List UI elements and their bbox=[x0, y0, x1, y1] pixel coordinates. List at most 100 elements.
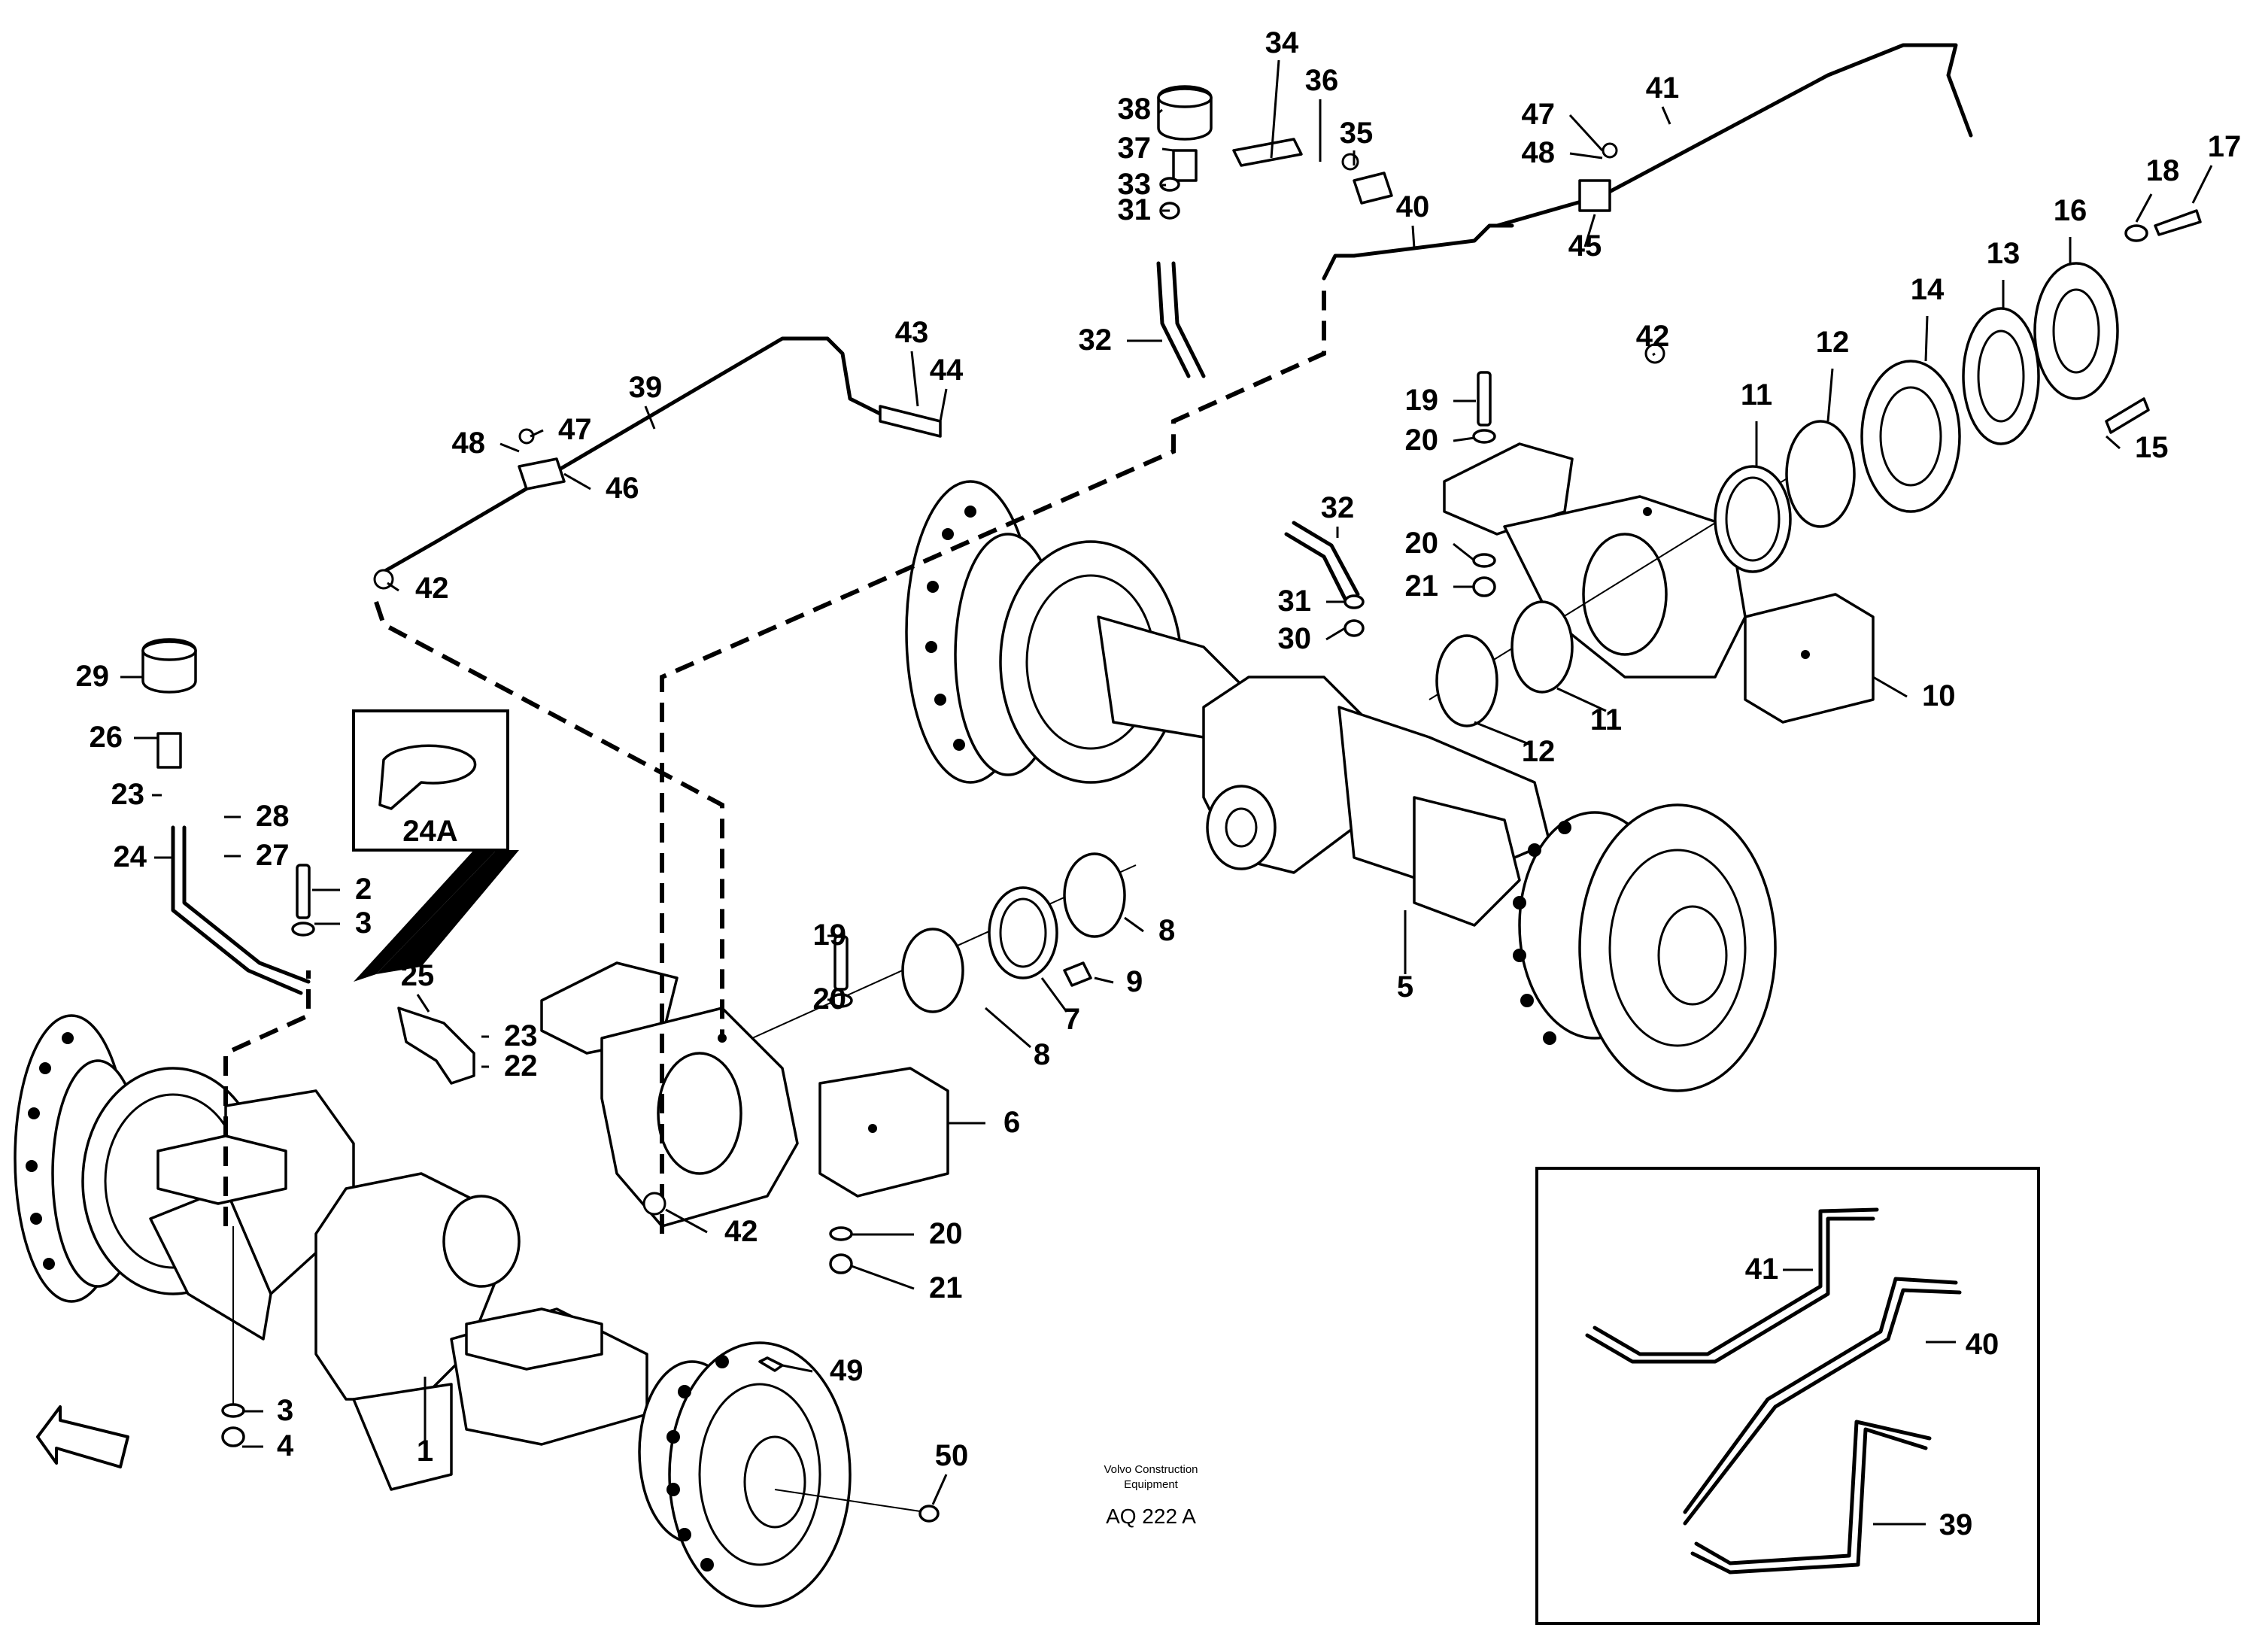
callout-label: 4 bbox=[277, 1429, 294, 1462]
callout-leader bbox=[910, 351, 919, 407]
seal-rings bbox=[751, 262, 2119, 1039]
callout-label: 18 bbox=[2146, 154, 2180, 187]
callout-label: 17 bbox=[2208, 130, 2242, 163]
callout-label: 47 bbox=[558, 413, 592, 446]
callout-leader bbox=[1094, 976, 1114, 984]
callout-label: 47 bbox=[1522, 98, 1556, 131]
callout-leader bbox=[530, 429, 544, 438]
bracket-6 bbox=[540, 961, 949, 1228]
callout-leader bbox=[1924, 315, 1929, 362]
callout-label: 8 bbox=[1158, 914, 1175, 947]
callout-label: 5 bbox=[1397, 970, 1413, 1004]
callout-label: 15 bbox=[2135, 431, 2169, 464]
callout-leader bbox=[1040, 977, 1068, 1013]
callout-label: 11 bbox=[1741, 378, 1772, 411]
callout-label: 20 bbox=[929, 1217, 963, 1250]
callout-label: 43 bbox=[895, 316, 929, 349]
callout-label: 25 bbox=[401, 959, 435, 992]
callout-label: 32 bbox=[1079, 323, 1113, 357]
callout-leader bbox=[1661, 106, 1671, 125]
callout-label: 44 bbox=[930, 354, 964, 387]
callout-label: 20 bbox=[1405, 527, 1439, 560]
callout-leader bbox=[1453, 542, 1475, 562]
callout-leader bbox=[1411, 225, 1416, 249]
callout-leader bbox=[1568, 114, 1604, 152]
inset-label-40: 40 bbox=[1966, 1328, 1999, 1361]
callout-label: 42 bbox=[1636, 320, 1670, 353]
callout-leader bbox=[416, 994, 430, 1013]
callout-leader bbox=[1872, 676, 1908, 698]
callout-label: 19 bbox=[1405, 384, 1439, 417]
axle-5-assembly bbox=[905, 480, 1777, 1092]
callout-leader bbox=[1158, 108, 1163, 114]
callout-leader bbox=[665, 1208, 708, 1234]
callout-label: 50 bbox=[935, 1439, 969, 1472]
callout-label: 23 bbox=[504, 1019, 538, 1052]
callout-label: 20 bbox=[813, 982, 847, 1016]
callout-label: 48 bbox=[452, 427, 486, 460]
breathers bbox=[141, 85, 1303, 769]
callout-label: 13 bbox=[1987, 237, 2021, 270]
inset-box: 41 40 39 bbox=[1535, 1167, 2040, 1625]
callout-leader bbox=[1474, 721, 1532, 746]
callout-label: 32 bbox=[1321, 491, 1355, 524]
callout-label: 7 bbox=[1064, 1003, 1080, 1036]
callout-leader bbox=[2135, 193, 2153, 223]
callout-leader bbox=[1826, 368, 1834, 422]
inset-label-41: 41 bbox=[1745, 1253, 1779, 1286]
callout-label: 42 bbox=[415, 572, 449, 605]
callout-leader bbox=[851, 1265, 915, 1290]
callout-label: 9 bbox=[1126, 965, 1143, 998]
callout-label: 12 bbox=[1522, 735, 1556, 768]
callout-label: 20 bbox=[1405, 424, 1439, 457]
callout-label: 41 bbox=[1646, 71, 1680, 105]
callout-label: 37 bbox=[1118, 132, 1152, 165]
callout-leader bbox=[1652, 352, 1656, 357]
callout-label: 49 bbox=[830, 1354, 864, 1387]
callout-label: 11 bbox=[1590, 703, 1622, 736]
callout-label: 1 bbox=[417, 1435, 433, 1468]
callout-leader bbox=[1556, 687, 1607, 712]
detail-box-24a: 24A bbox=[352, 709, 519, 982]
callout-layer: 1233456788910111112121314151617181919202… bbox=[76, 26, 2242, 1505]
hardware bbox=[291, 142, 2202, 1274]
callout-label: 16 bbox=[2054, 194, 2087, 227]
axle-1-assembly bbox=[14, 1014, 940, 1608]
callout-label: 8 bbox=[1034, 1038, 1050, 1071]
direction-arrow bbox=[36, 1405, 129, 1468]
callout-label: 10 bbox=[1922, 679, 1956, 712]
callout-label: 27 bbox=[256, 839, 290, 872]
callout-leader bbox=[782, 1364, 813, 1373]
callout-label: 14 bbox=[1911, 273, 1945, 306]
callout-label: 38 bbox=[1118, 93, 1152, 126]
caption-company: Volvo Construction bbox=[1104, 1463, 1198, 1476]
inset-label-39: 39 bbox=[1939, 1508, 1973, 1541]
callout-leader bbox=[1583, 214, 1596, 247]
callout-label: 36 bbox=[1305, 64, 1339, 97]
callout-leader bbox=[2106, 435, 2121, 450]
callout-leader bbox=[1325, 627, 1346, 641]
callout-label: 21 bbox=[1405, 569, 1439, 603]
callout-label: 46 bbox=[606, 472, 639, 505]
callout-label: 21 bbox=[929, 1271, 963, 1304]
callout-label: 24 bbox=[114, 840, 147, 873]
callout-leader bbox=[563, 472, 591, 490]
callout-label: 23 bbox=[111, 778, 145, 811]
callout-label: 2 bbox=[355, 873, 372, 906]
callout-label: 22 bbox=[504, 1049, 538, 1083]
callout-leader bbox=[644, 405, 656, 430]
callout-label: 12 bbox=[1816, 326, 1850, 359]
callout-leader bbox=[1569, 152, 1603, 159]
callout-leader bbox=[1124, 916, 1144, 933]
callout-label: 19 bbox=[813, 919, 847, 952]
detail-box-label: 24A bbox=[402, 815, 457, 848]
callout-label: 42 bbox=[724, 1215, 758, 1248]
callout-label: 26 bbox=[90, 721, 123, 754]
callout-label: 39 bbox=[629, 371, 663, 404]
caption-company-sub: Equipment bbox=[1124, 1478, 1179, 1491]
callout-label: 31 bbox=[1118, 193, 1152, 226]
callout-leader bbox=[939, 388, 948, 422]
callout-label: 28 bbox=[256, 800, 290, 833]
brake-lines bbox=[171, 43, 1973, 1234]
